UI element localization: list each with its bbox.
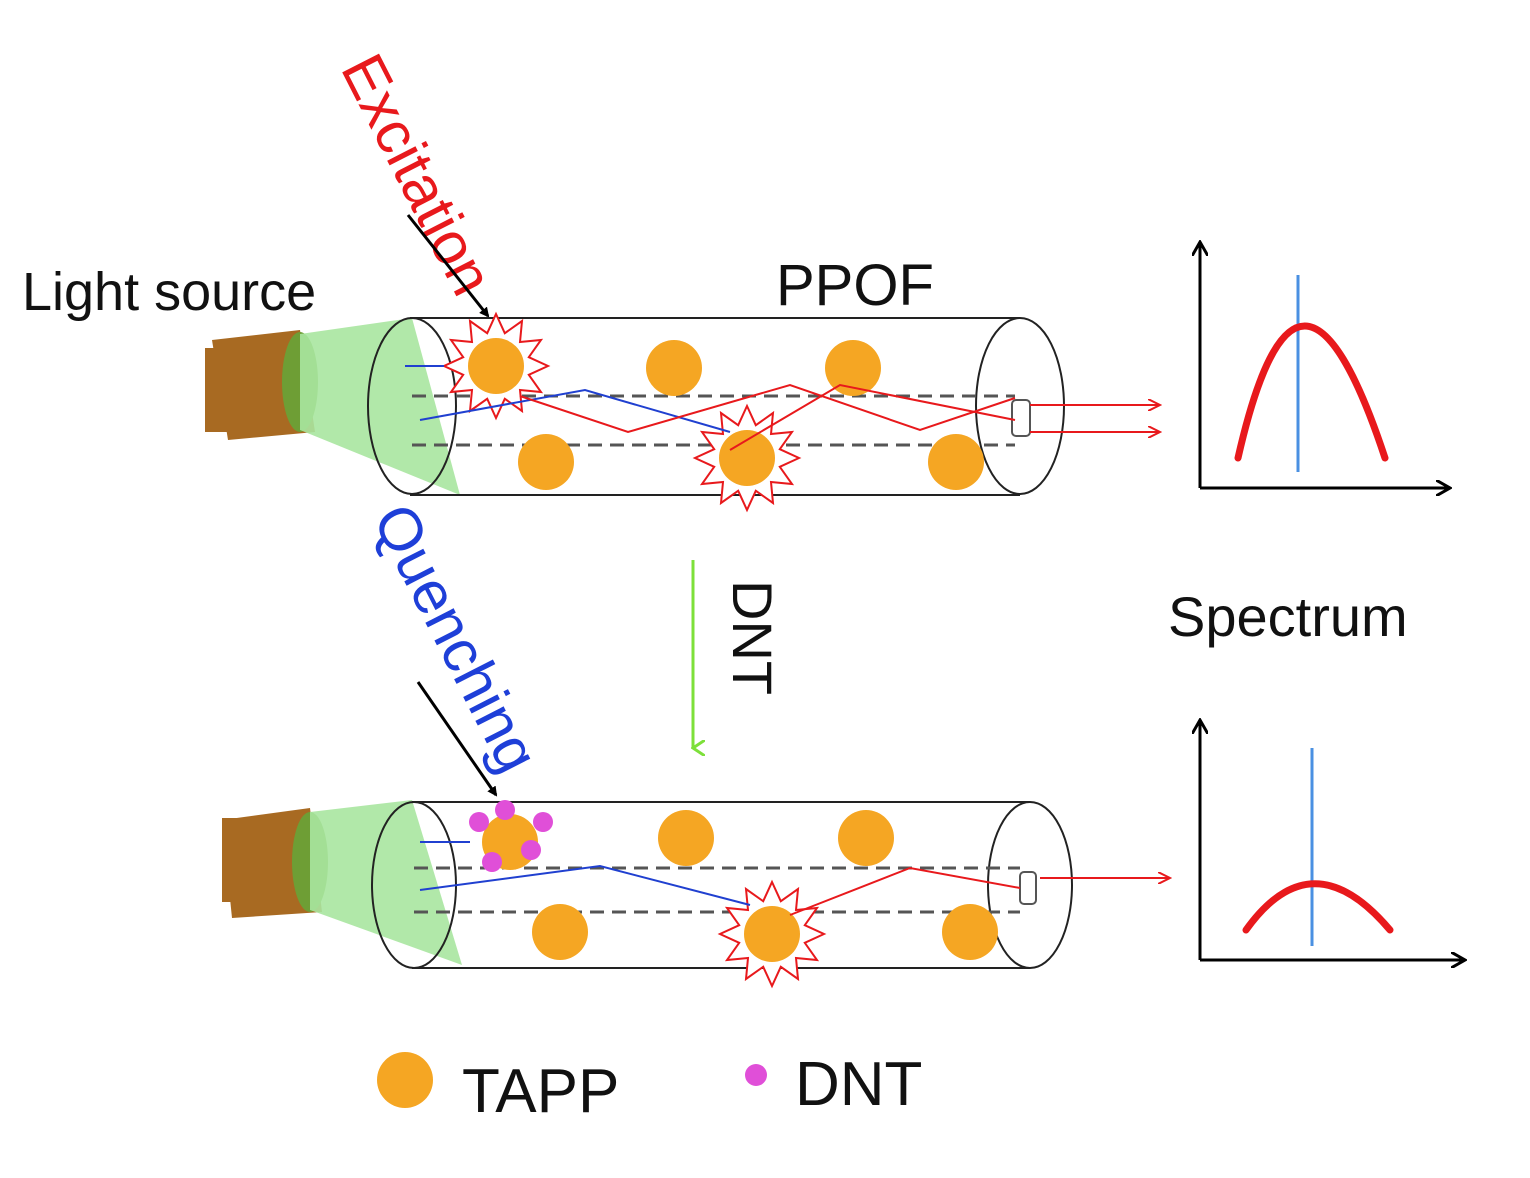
light-beam-top bbox=[300, 318, 460, 495]
excitation-ray bbox=[419, 864, 751, 906]
tapp-particle bbox=[532, 904, 588, 960]
tapp-particle bbox=[928, 434, 984, 490]
dnt-molecule bbox=[495, 800, 515, 820]
fiber-body-top bbox=[410, 317, 1020, 496]
top-fiber-assembly bbox=[205, 311, 1160, 513]
spectrum-top bbox=[1200, 242, 1450, 488]
tapp-particle bbox=[825, 340, 881, 396]
legend-tapp-swatch bbox=[377, 1052, 433, 1108]
quenching-callout-arrow bbox=[416, 681, 498, 797]
legend-tapp-label: TAPP bbox=[462, 1057, 619, 1126]
ppof-label: PPOF bbox=[776, 253, 934, 318]
light-source-top bbox=[205, 330, 318, 440]
fluorescence-ray bbox=[789, 866, 1021, 916]
fluorescence-ray bbox=[519, 383, 1016, 434]
excited-tapp bbox=[441, 311, 551, 421]
tapp-particle bbox=[942, 904, 998, 960]
excited-tapp bbox=[717, 879, 827, 989]
legend-dnt-label: DNT bbox=[795, 1050, 922, 1119]
excited-tapp bbox=[692, 403, 802, 513]
spectrum-peak-curve bbox=[1234, 322, 1389, 462]
dnt-molecule bbox=[469, 812, 489, 832]
legend: TAPP DNT bbox=[377, 1050, 922, 1126]
spectrum-peak-curve bbox=[1242, 880, 1394, 934]
legend-dnt-swatch bbox=[745, 1064, 767, 1086]
light-source-label: Light source bbox=[22, 262, 316, 322]
fiber-left-end-top bbox=[367, 317, 457, 495]
dnt-molecule bbox=[521, 840, 541, 860]
dnt-molecule bbox=[533, 812, 553, 832]
tapp-particle bbox=[646, 340, 702, 396]
bottom-fiber-assembly bbox=[222, 800, 1170, 989]
tapp-particle bbox=[518, 434, 574, 490]
fiber-body-bottom bbox=[412, 801, 1030, 969]
tapp-particle bbox=[658, 810, 714, 866]
tapp-particle bbox=[838, 810, 894, 866]
excitation-ray bbox=[419, 388, 731, 433]
process-arrow-label: DNT bbox=[721, 580, 784, 695]
fluorescence-ray bbox=[729, 383, 1016, 451]
fiber-right-end-bottom bbox=[987, 801, 1073, 969]
spectrum-label: Spectrum bbox=[1168, 585, 1408, 648]
excitation-callout-arrow bbox=[406, 214, 490, 318]
dnt-molecule bbox=[482, 852, 502, 872]
quenched-tapp bbox=[469, 800, 553, 872]
fiber-core-bottom bbox=[414, 866, 1020, 914]
spectrum-bottom bbox=[1200, 720, 1465, 960]
excitation-label: Excitation bbox=[328, 43, 506, 305]
